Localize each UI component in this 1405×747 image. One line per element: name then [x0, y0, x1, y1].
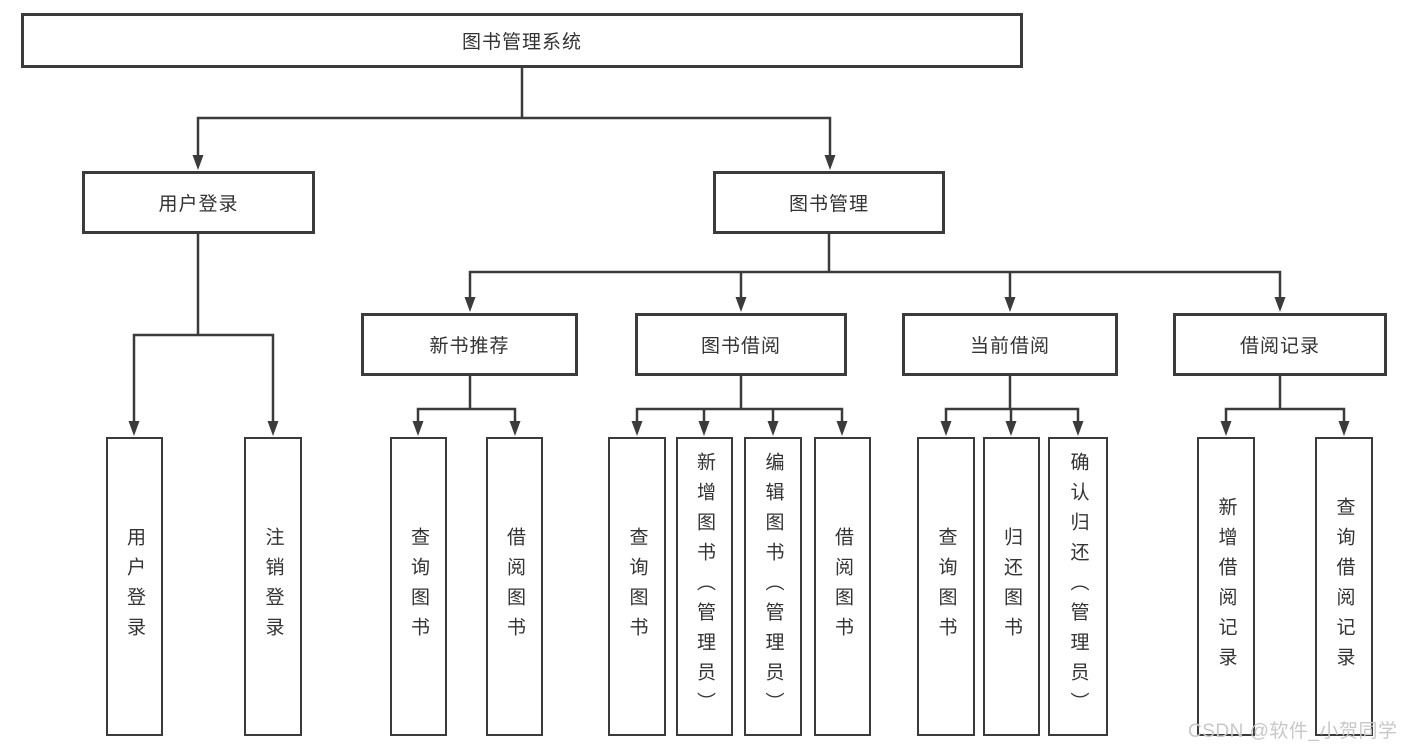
leaf-current-confirm-return-admin: 确认归还（管理员）: [1048, 437, 1108, 736]
leaf-borrow-query-book-label: 查询图书: [626, 526, 648, 647]
node-current-borrowing: 当前借阅: [902, 313, 1118, 376]
leaf-logout-login-label: 注销登录: [262, 526, 284, 647]
leaf-recommend-borrow-book: 借阅图书: [486, 437, 543, 736]
node-borrowing-records: 借阅记录: [1173, 313, 1387, 376]
leaf-records-query-record-label: 查询借阅记录: [1333, 496, 1355, 677]
leaf-borrow-query-book: 查询图书: [608, 437, 666, 736]
leaf-records-query-record: 查询借阅记录: [1315, 437, 1373, 736]
leaf-borrow-edit-book-admin-label: 编辑图书（管理员）: [762, 451, 784, 722]
leaf-records-add-record: 新增借阅记录: [1197, 437, 1255, 736]
node-library-management-system: 图书管理系统: [21, 13, 1023, 68]
leaf-borrow-borrow-book: 借阅图书: [814, 437, 871, 736]
leaf-current-query-book-label: 查询图书: [935, 526, 957, 647]
leaf-current-query-book: 查询图书: [917, 437, 975, 736]
csdn-watermark: CSDN @软件_小贺同学: [1188, 721, 1398, 742]
leaf-records-add-record-label: 新增借阅记录: [1215, 496, 1237, 677]
leaf-current-return-book: 归还图书: [983, 437, 1040, 736]
leaf-borrow-add-book-admin-label: 新增图书（管理员）: [694, 451, 715, 722]
leaf-recommend-query-book-label: 查询图书: [408, 526, 429, 647]
node-book-management: 图书管理: [713, 171, 945, 234]
leaf-current-return-book-label: 归还图书: [1001, 526, 1022, 647]
leaf-current-confirm-return-admin-label: 确认归还（管理员）: [1067, 451, 1089, 722]
leaf-borrow-edit-book-admin: 编辑图书（管理员）: [744, 437, 802, 736]
leaf-borrow-borrow-book-label: 借阅图书: [832, 526, 853, 647]
leaf-logout-login: 注销登录: [244, 437, 302, 736]
leaf-user-login: 用户登录: [106, 437, 163, 736]
leaf-borrow-add-book-admin: 新增图书（管理员）: [676, 437, 733, 736]
node-user-login: 用户登录: [82, 171, 315, 234]
leaf-user-login-label: 用户登录: [124, 526, 145, 647]
node-new-book-recommendation: 新书推荐: [361, 313, 578, 376]
node-book-borrowing: 图书借阅: [635, 313, 847, 376]
leaf-recommend-query-book: 查询图书: [390, 437, 447, 736]
leaf-recommend-borrow-book-label: 借阅图书: [504, 526, 525, 647]
